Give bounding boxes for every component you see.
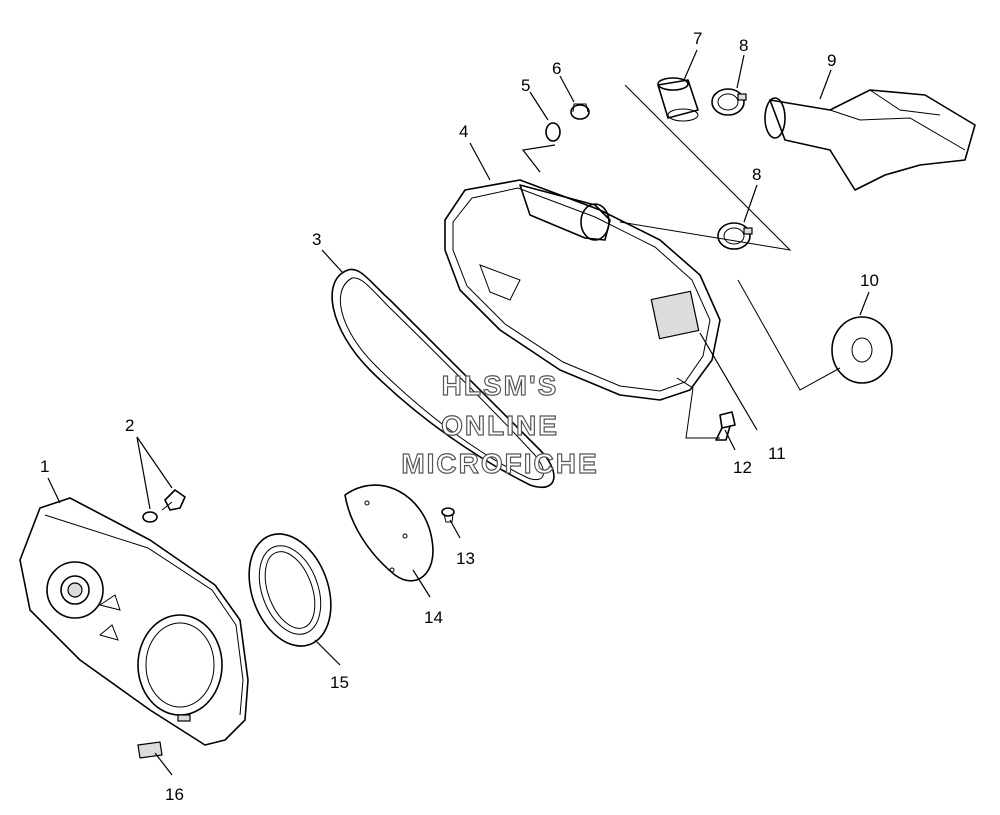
- part-13-screw: [441, 507, 455, 523]
- part-4-outer-cover: [444, 179, 721, 401]
- callout-11: 11: [768, 444, 786, 463]
- callout-3: 3: [312, 230, 321, 249]
- callout-6: 6: [552, 59, 561, 78]
- part-6-plug: [570, 103, 590, 120]
- callout-13: 13: [456, 549, 475, 568]
- callout-labels: 1 2 3 4 5 6 7 8 8 9 10 11 12 13 14 15 16: [40, 29, 879, 804]
- watermark-line-1: HLSM'S: [442, 370, 559, 401]
- callout-8-lower: 8: [752, 165, 761, 184]
- callout-14: 14: [424, 608, 443, 627]
- watermark-line-3: MICROFICHE: [401, 448, 598, 479]
- part-14-plate: [344, 484, 434, 582]
- callout-5: 5: [521, 76, 530, 95]
- callout-1: 1: [40, 457, 49, 476]
- leader-lines: [47, 49, 870, 776]
- watermark-line-2: ONLINE: [441, 410, 559, 441]
- part-8-hose-clamp-upper: [711, 88, 747, 116]
- callout-12: 12: [733, 458, 752, 477]
- part-8-hose-clamp-lower: [717, 222, 753, 250]
- part-16-label: [137, 741, 163, 759]
- part-2-bolt-washer: [142, 489, 186, 523]
- callout-16: 16: [165, 785, 184, 804]
- callout-15: 15: [330, 673, 349, 692]
- callout-8: 8: [739, 36, 748, 55]
- part-9-intake-duct: [764, 89, 976, 191]
- callout-10: 10: [860, 271, 879, 290]
- part-7-coupling: [657, 77, 699, 122]
- part-5-o-ring: [545, 122, 561, 142]
- part-10-washer: [831, 316, 893, 384]
- watermark: HLSM'S ONLINE MICROFICHE: [401, 369, 598, 479]
- callout-2: 2: [125, 416, 134, 435]
- part-3-drive-belt: [331, 268, 555, 488]
- part-1-inner-cover: [19, 497, 249, 746]
- callout-4: 4: [459, 122, 468, 141]
- part-12-bolt: [715, 411, 736, 441]
- part-15-seal: [248, 533, 332, 647]
- callout-7: 7: [693, 29, 702, 48]
- callout-9: 9: [827, 51, 836, 70]
